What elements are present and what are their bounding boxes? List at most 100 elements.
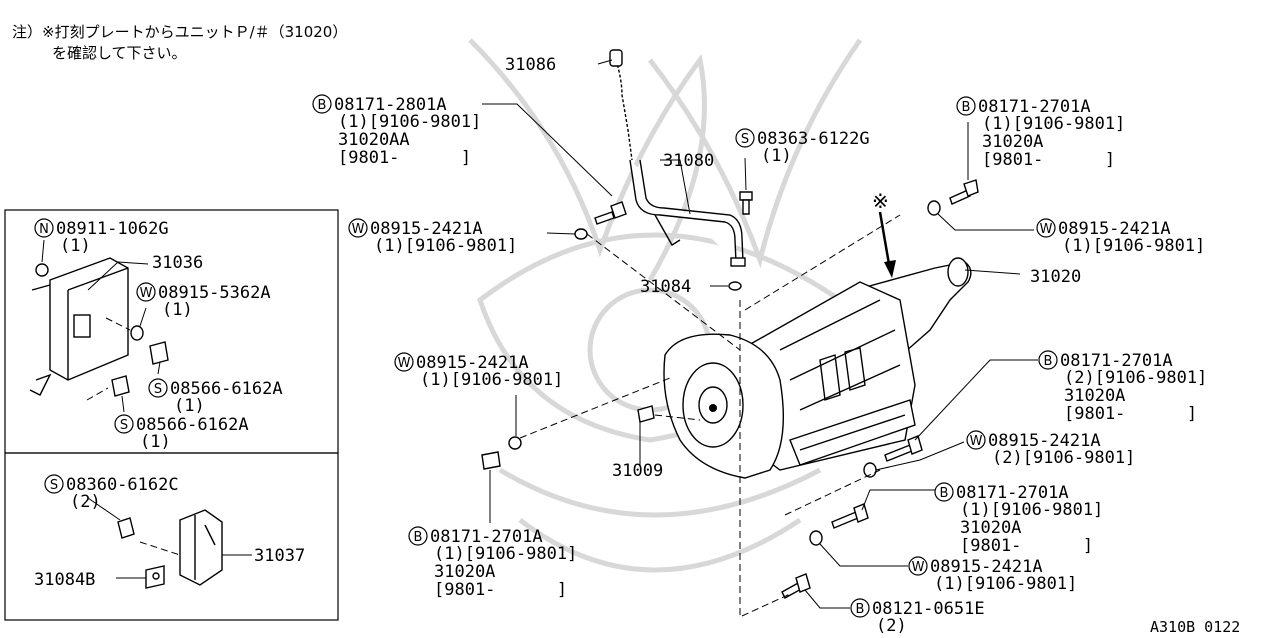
part-detail-line: [9801- ]: [960, 536, 1093, 556]
part-detail-line: 31020A: [1064, 386, 1125, 406]
dashed-guide-lines: [86, 214, 901, 617]
prefix-letter: B: [1044, 354, 1053, 369]
part-detail-line: (1)[9106-9801]: [434, 544, 577, 564]
prefix-circle: [114, 414, 134, 434]
callout-s-6162a-2: S 08566-6162A(1): [114, 414, 249, 452]
part-detail-line: [9801- ]: [982, 150, 1115, 170]
prefix-letter: S: [120, 418, 128, 433]
prefix-circle: [735, 128, 755, 148]
prefix-circle: [908, 556, 928, 576]
part-number: 08915-2421A: [930, 557, 1043, 577]
part-detail-line: (1): [162, 300, 193, 320]
part-detail-line: (1)[9106-9801]: [338, 112, 481, 132]
bolt-08360-6162c: [117, 517, 135, 539]
prefix-circle: [408, 526, 428, 546]
part-detail-line: (1): [761, 146, 792, 166]
part-detail-line: [9801- ]: [338, 148, 471, 168]
part-detail-line: 31020AA: [338, 130, 410, 150]
prefix-letter: B: [940, 486, 949, 501]
washer-08915-2421a-bottom-right: [809, 530, 823, 546]
label-31020: 31020: [1030, 267, 1081, 287]
part-detail-line: [9801- ]: [1064, 404, 1197, 424]
part-detail-line: (1)[9106-9801]: [960, 500, 1103, 520]
callout-b-2701-mr: B 08171-2701A(2)[9106-9801]31020A[9801- ]: [1038, 350, 1207, 424]
diagram-id: A310B 0122: [1150, 618, 1240, 636]
note-line-2: を確認して下さい。: [52, 44, 187, 62]
part-number: 08121-0651E: [872, 599, 985, 619]
prefix-circle: [44, 474, 64, 494]
part-number: 08915-2421A: [370, 219, 483, 239]
prefix-circle: [136, 282, 156, 302]
washer-08915-2421a-top-right: [927, 200, 941, 216]
part-number: 08171-2701A: [978, 97, 1091, 117]
part-number: 08915-2421A: [988, 431, 1101, 451]
part-detail-line: (2)[9106-9801]: [1064, 368, 1207, 388]
transmission-assembly-31020: [663, 257, 972, 479]
prefix-letter: N: [39, 222, 49, 237]
washer-08915-2421a-mid-left: [508, 436, 522, 450]
prefix-letter: S: [50, 478, 58, 493]
bolt-08566-6162a-2: [111, 375, 130, 397]
callout-b-0651e: B 08121-0651E(2): [850, 598, 985, 636]
label-31036: 31036: [152, 253, 203, 273]
part-number: 08171-2701A: [430, 527, 543, 547]
callout-s-6162c: S 08360-6162C(2): [44, 474, 179, 512]
prefix-letter: B: [962, 100, 971, 115]
washer-08915-5362a: [130, 325, 144, 341]
prefix-circle: [966, 430, 986, 450]
part-detail-line: (1): [174, 396, 205, 416]
prefix-letter: S: [154, 382, 162, 397]
part-number: 08915-5362A: [158, 283, 271, 303]
part-number: 08911-1062G: [56, 219, 169, 239]
part-number: 08171-2701A: [1060, 351, 1173, 371]
bolt-31009: [637, 405, 655, 423]
prefix-letter: B: [856, 602, 865, 617]
callout-b-2701-br: B 08171-2701A(1)[9106-9801]31020A[9801- ]: [934, 482, 1103, 556]
bolt-08363-6122g: [739, 191, 753, 215]
prefix-circle: [934, 482, 954, 502]
part-number: 08360-6162C: [66, 475, 179, 495]
part-number: 08171-2701A: [956, 483, 1069, 503]
part-detail-line: 31020A: [960, 518, 1021, 538]
part-detail-line: (2): [876, 616, 907, 636]
part-number: 08566-6162A: [136, 415, 249, 435]
part-number: 08171-2801A: [334, 95, 447, 115]
prefix-circle: [348, 218, 368, 238]
part-number: 08915-2421A: [416, 353, 529, 373]
part-detail-line: (1)[9106-9801]: [934, 574, 1077, 594]
bolt-08566-6162a-1: [149, 341, 169, 365]
prefix-circle: [394, 352, 414, 372]
part-detail-line: (1)[9106-9801]: [1062, 236, 1205, 256]
part-detail-line: (1): [60, 236, 91, 256]
bolt-08171-2701a-top-right: [949, 179, 979, 205]
part-detail-line: (2): [70, 492, 101, 512]
bolt-08171-2701a-bottom-left: [481, 451, 501, 470]
washer-31084: [728, 281, 742, 291]
washer-08915-2421a-top-left: [574, 228, 588, 240]
prefix-letter: W: [352, 222, 365, 237]
control-unit-31036: [29, 257, 129, 396]
prefix-letter: B: [414, 530, 423, 545]
callout-n-1062g: N 08911-1062G(1): [34, 218, 169, 256]
watermark-emblem: [468, 38, 863, 573]
inset-box-sensor: [4, 452, 339, 621]
part-detail-line: (1): [140, 432, 171, 452]
callout-w-2421-tl: W 08915-2421A(1)[9106-9801]: [348, 218, 517, 256]
bolt-08121-0651e: [781, 573, 811, 599]
prefix-letter: W: [1040, 222, 1053, 237]
prefix-letter: S: [741, 132, 749, 147]
part-detail-line: (1)[9106-9801]: [420, 370, 563, 390]
part-detail-line: (1)[9106-9801]: [374, 236, 517, 256]
prefix-circle: [148, 378, 168, 398]
part-detail-line: (2)[9106-9801]: [992, 448, 1135, 468]
label-31086: 31086: [505, 55, 556, 75]
